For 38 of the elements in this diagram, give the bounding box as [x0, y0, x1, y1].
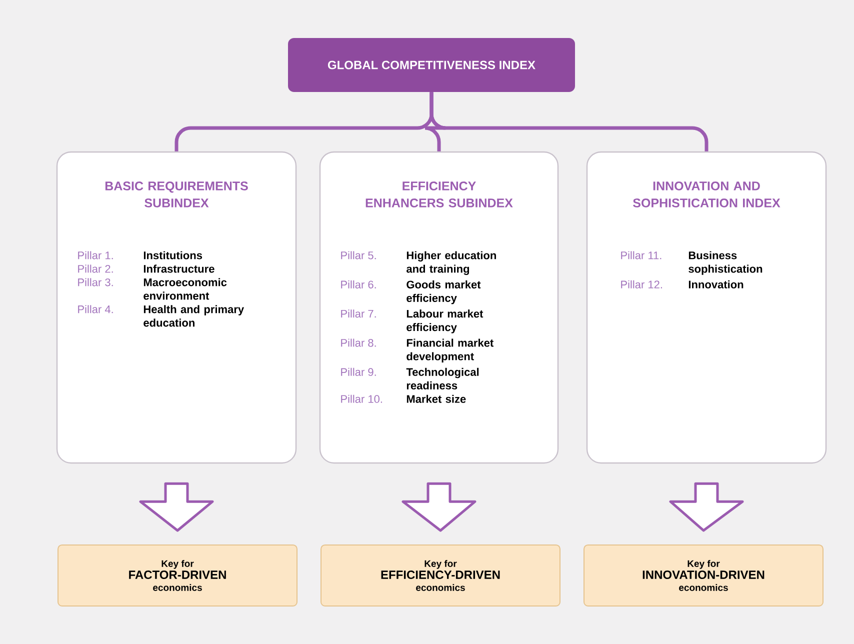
key-box: Key for INNOVATION-DRIVEN economics — [584, 544, 824, 606]
pillar-name: Financial market development — [406, 338, 494, 362]
pillar-number: Pillar 9. — [341, 368, 376, 376]
subindex-card — [56, 151, 297, 464]
key-box: Key for EFFICIENCY-DRIVEN economics — [320, 544, 560, 606]
pillar-name: Health and primary education — [144, 305, 244, 327]
pillar-name: Technological readiness — [406, 368, 479, 390]
pillar-name: Infrastructure — [144, 264, 214, 273]
pillar-number: Pillar 8. — [341, 338, 376, 347]
pillar-name: Goods market efficiency — [406, 280, 481, 304]
pillar-name: Innovation — [688, 280, 744, 288]
connector-line — [430, 92, 708, 152]
pillar-number: Pillar 12. — [621, 280, 662, 288]
pillar-number: Pillar 2. — [78, 264, 113, 273]
hollow-arrow — [139, 482, 214, 532]
pillar-number: Pillar 3. — [78, 278, 113, 286]
hollow-arrow — [669, 482, 744, 532]
pillar-name: Institutions — [144, 251, 202, 260]
pillar-name: Higher education and training — [406, 251, 496, 275]
key-box: Key for FACTOR-DRIVEN economics — [58, 544, 298, 606]
pillar-number: Pillar 1. — [78, 251, 113, 260]
hollow-arrow — [402, 482, 476, 532]
pillar-number: Pillar 6. — [341, 280, 376, 288]
pillar-number: Pillar 5. — [341, 251, 376, 260]
card-heading: EFFICIENCY ENHANCERS SUBINDEX — [366, 182, 513, 208]
subindex-card — [586, 151, 827, 464]
pillar-name: Market size — [406, 394, 466, 403]
pillar-number: Pillar 11. — [621, 251, 662, 260]
pillar-name: Business sophistication — [688, 251, 762, 275]
pillar-number: Pillar 7. — [341, 310, 376, 318]
index-box: GLOBAL COMPETITIVENESS INDEX — [288, 38, 575, 92]
pillar-number: Pillar 4. — [78, 305, 113, 314]
card-heading: BASIC REQUIREMENTS SUBINDEX — [105, 182, 248, 208]
subindex-card — [319, 151, 559, 464]
pillar-number: Pillar 10. — [341, 394, 382, 403]
pillar-name: Labour market efficiency — [406, 310, 484, 334]
pillar-name: Macroeconomic environment — [144, 278, 227, 300]
card-heading: INNOVATION AND SOPHISTICATION INDEX — [633, 182, 780, 208]
